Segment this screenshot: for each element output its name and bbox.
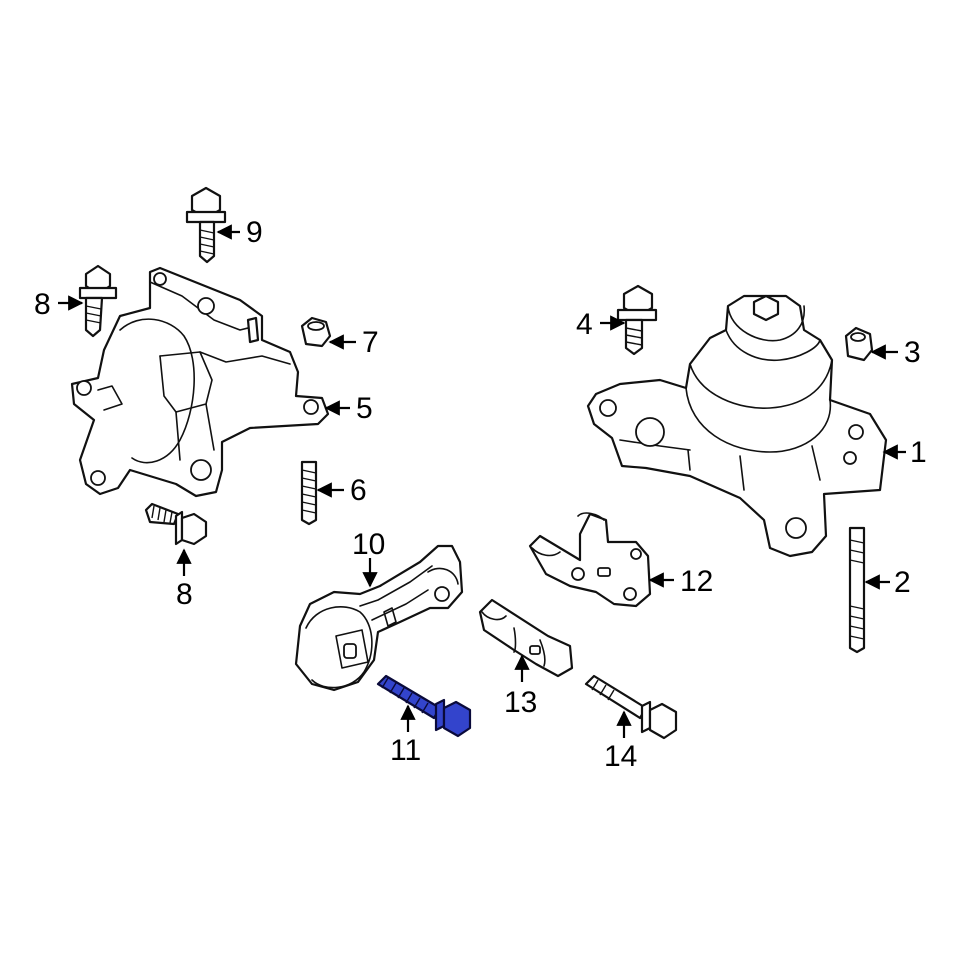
callout-13: 13 [504,686,537,719]
part-5-transmission-mount[interactable] [70,266,330,498]
callout-8-lower: 8 [176,578,193,611]
callout-1: 1 [910,436,927,469]
part-4-bolt[interactable] [616,284,658,356]
callout-14: 14 [604,740,637,773]
part-6-stud[interactable] [300,460,318,526]
leader-lines [58,224,906,738]
callout-12: 12 [680,565,713,598]
part-13-insert[interactable] [478,598,574,678]
callout-7: 7 [362,326,379,359]
part-8-bolt-lower[interactable] [144,502,208,546]
part-9-bolt[interactable] [185,186,227,264]
part-11-bolt-highlighted[interactable] [376,674,472,738]
part-3-nut[interactable] [844,326,874,362]
callout-2: 2 [894,566,911,599]
callout-11: 11 [390,734,421,767]
part-1-engine-mount[interactable] [586,294,888,558]
part-8-bolt-upper[interactable] [78,264,118,338]
callout-9: 9 [246,216,263,249]
callout-5: 5 [356,392,373,425]
part-10-torque-rod[interactable] [294,544,464,692]
callout-3: 3 [904,336,921,369]
callout-6: 6 [350,474,367,507]
part-12-bracket[interactable] [528,512,652,608]
part-2-stud[interactable] [848,526,866,654]
callout-8-upper: 8 [34,288,51,321]
part-14-bolt[interactable] [584,674,678,740]
part-7-nut[interactable] [300,316,332,348]
callout-10: 10 [352,528,385,561]
callout-4: 4 [576,308,593,341]
